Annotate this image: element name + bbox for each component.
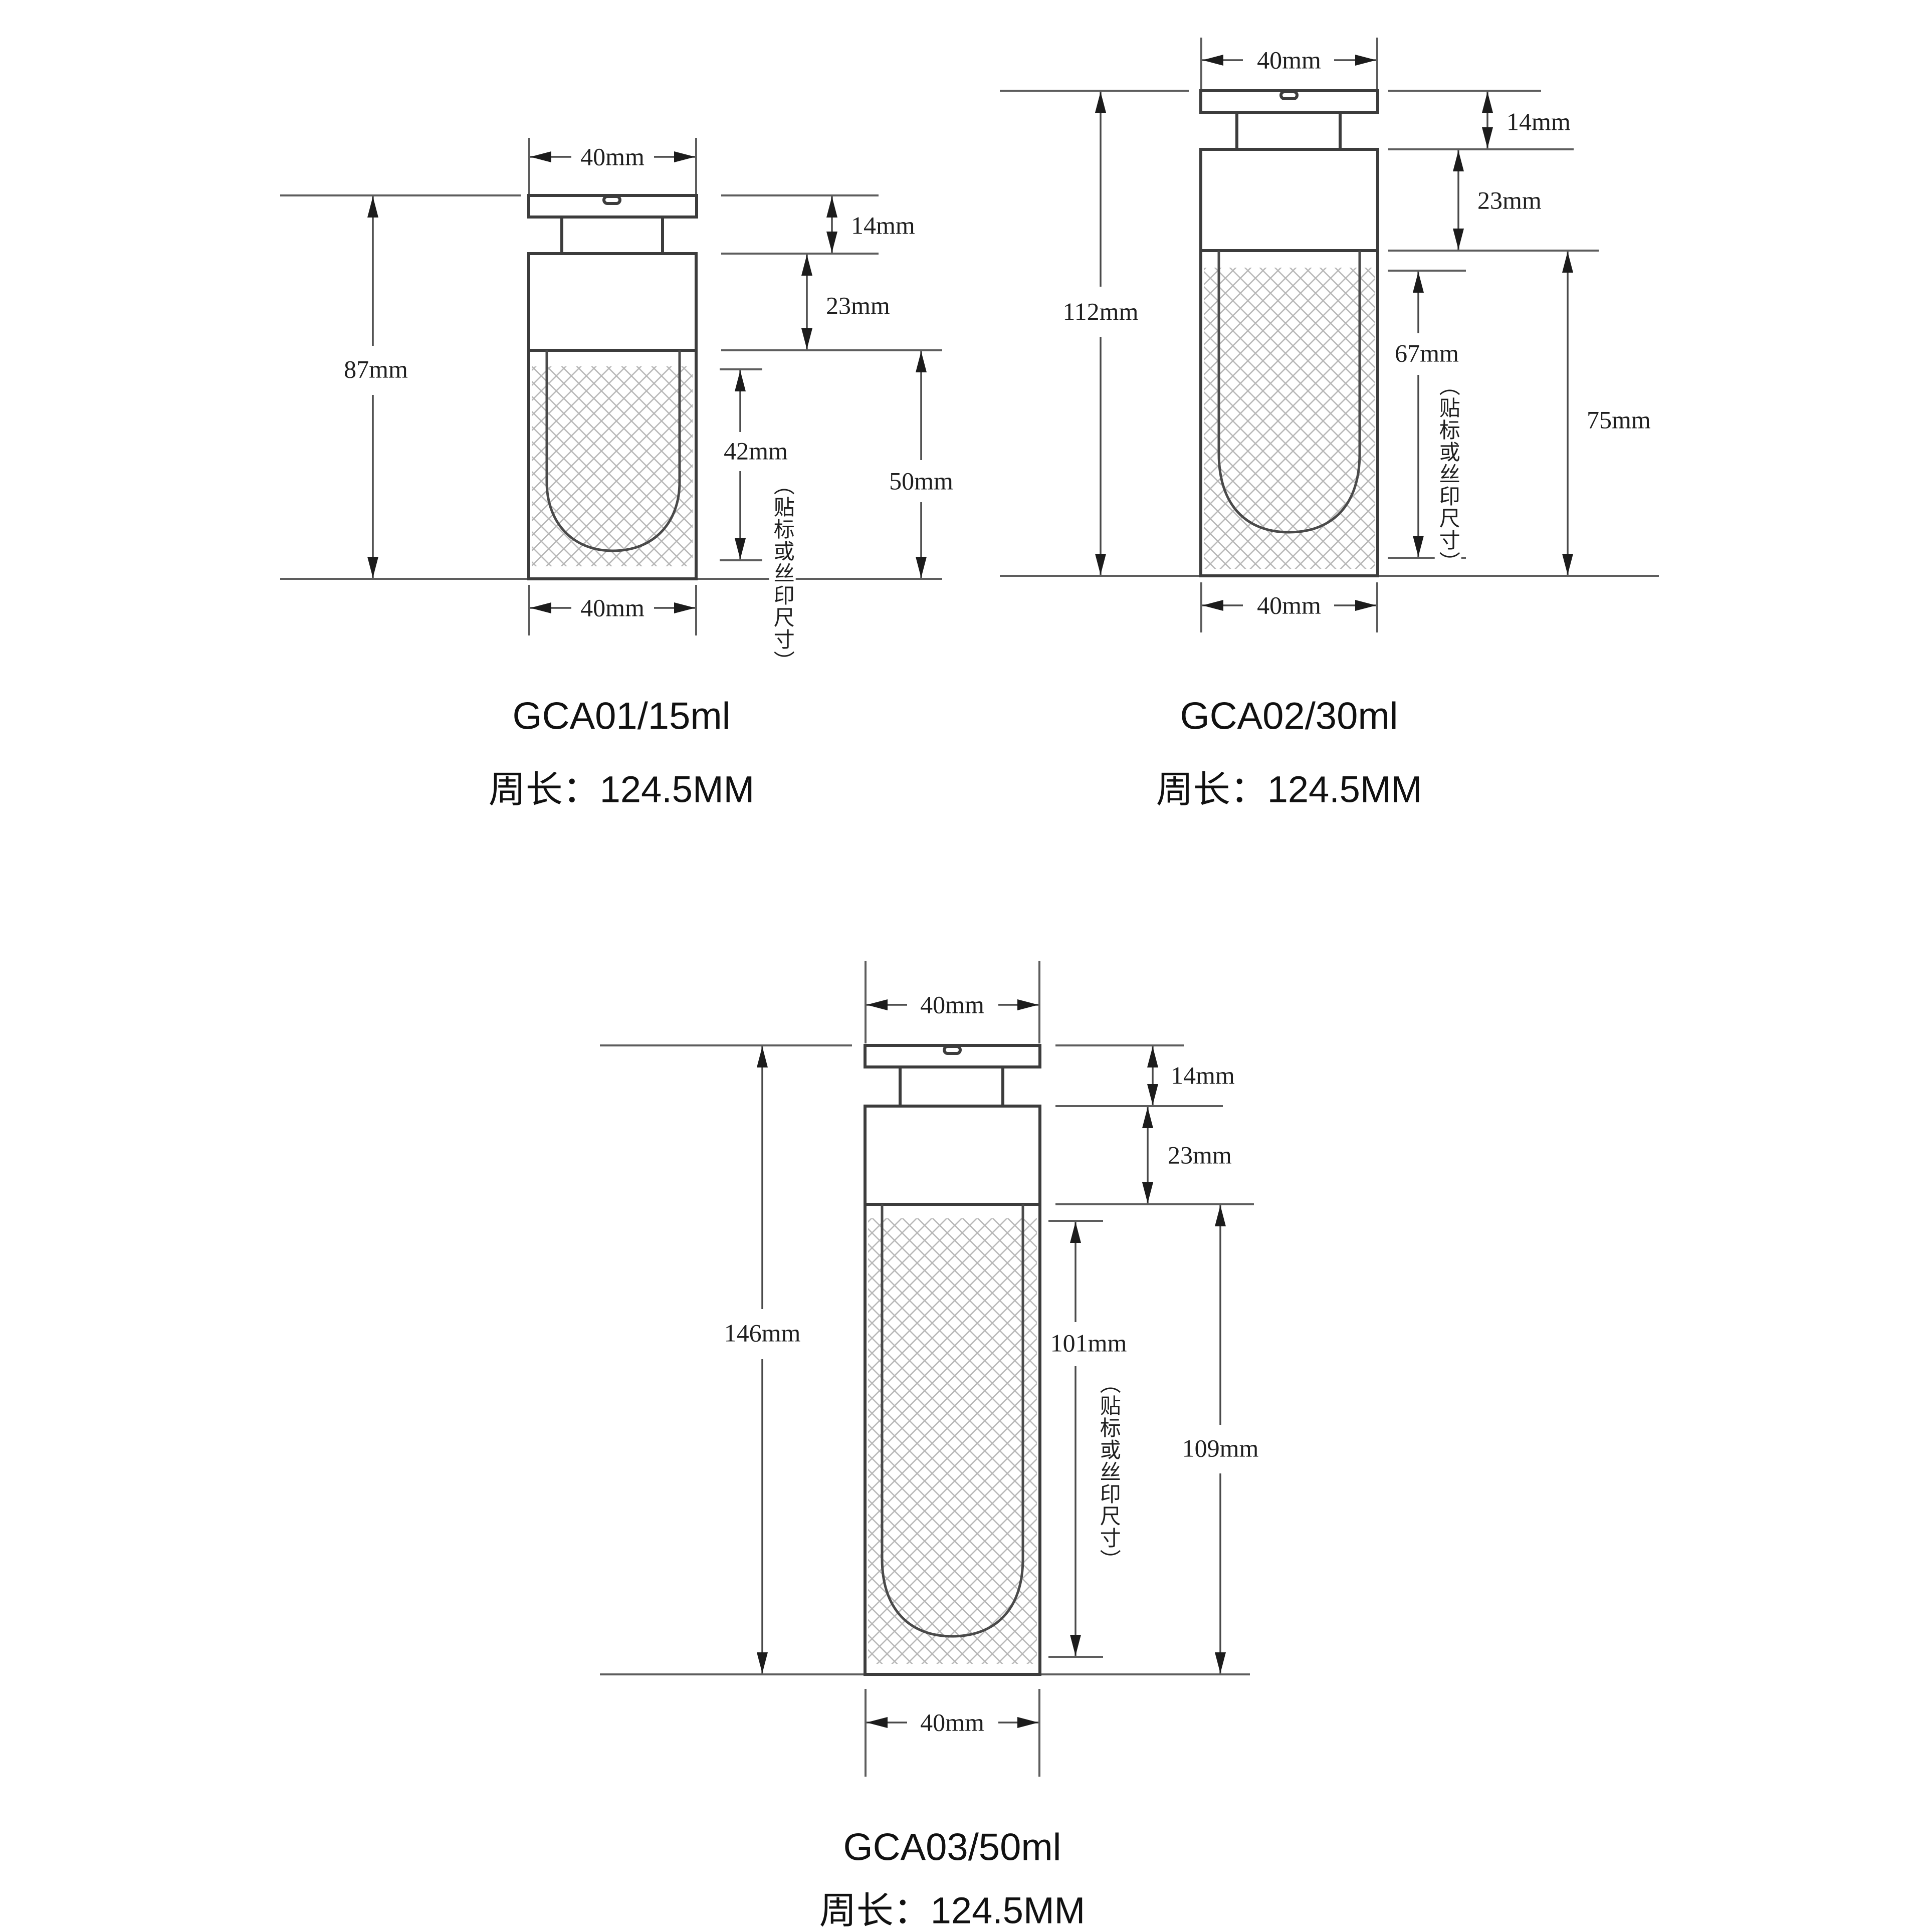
- gca03-dimension-lines: [757, 999, 1226, 1728]
- gca03-label-note: （贴标或丝印尺寸）: [1095, 1373, 1122, 1571]
- gca03-label-zone-label: 101mm: [1047, 1329, 1130, 1357]
- gca01-bottle: [527, 194, 698, 580]
- gca03-bottom-width-label: 40mm: [917, 1708, 987, 1737]
- gca02-body-height-label: 75mm: [1584, 406, 1654, 434]
- gca01-top-width-label: 40mm: [577, 143, 648, 171]
- gca02-top-width-label: 40mm: [1254, 46, 1324, 74]
- gca02-bottom-width-label: 40mm: [1254, 591, 1324, 619]
- gca02-bottle: [1199, 89, 1379, 577]
- gca01-dimension-lines: [367, 151, 927, 613]
- gca02-model-title: GCA02/30ml: [1180, 695, 1398, 738]
- gca02-label-note: （贴标或丝印尺寸）: [1434, 375, 1461, 573]
- gca03-bottle: [864, 1044, 1041, 1676]
- gca02-collar-height-label: 23mm: [1474, 186, 1545, 214]
- gca03-collar-height-label: 23mm: [1165, 1141, 1235, 1169]
- gca03-cap-height-label: 14mm: [1168, 1061, 1238, 1090]
- gca02-label-zone-label: 67mm: [1392, 339, 1462, 367]
- gca03-overall-height-label: 146mm: [721, 1319, 804, 1347]
- gca03-model-title: GCA03/50ml: [843, 1826, 1061, 1869]
- gca02-cap-height-label: 14mm: [1504, 108, 1574, 136]
- gca03-circumference: 周长：124.5MM: [819, 1889, 1086, 1931]
- gca02-overall-height-label: 112mm: [1059, 298, 1142, 326]
- gca02-extension-lines: [1000, 38, 1659, 632]
- gca03-top-width-label: 40mm: [917, 991, 987, 1019]
- gca01-model-title: GCA01/15ml: [512, 695, 731, 738]
- gca02-circumference: 周长：124.5MM: [1156, 768, 1422, 810]
- gca01-circumference: 周长：124.5MM: [488, 768, 755, 810]
- gca01-label-note: （贴标或丝印尺寸）: [769, 474, 796, 673]
- gca02-dimension-lines: [1095, 55, 1573, 611]
- gca03-body-height-label: 109mm: [1179, 1434, 1262, 1462]
- gca01-collar-height-label: 23mm: [823, 292, 893, 320]
- gca01-bottom-width-label: 40mm: [577, 594, 648, 622]
- gca01-overall-height-label: 87mm: [341, 355, 411, 383]
- gca01-label-zone-label: 42mm: [721, 437, 791, 465]
- gca01-body-height-label: 50mm: [886, 467, 956, 495]
- gca01-cap-height-label: 14mm: [848, 211, 918, 240]
